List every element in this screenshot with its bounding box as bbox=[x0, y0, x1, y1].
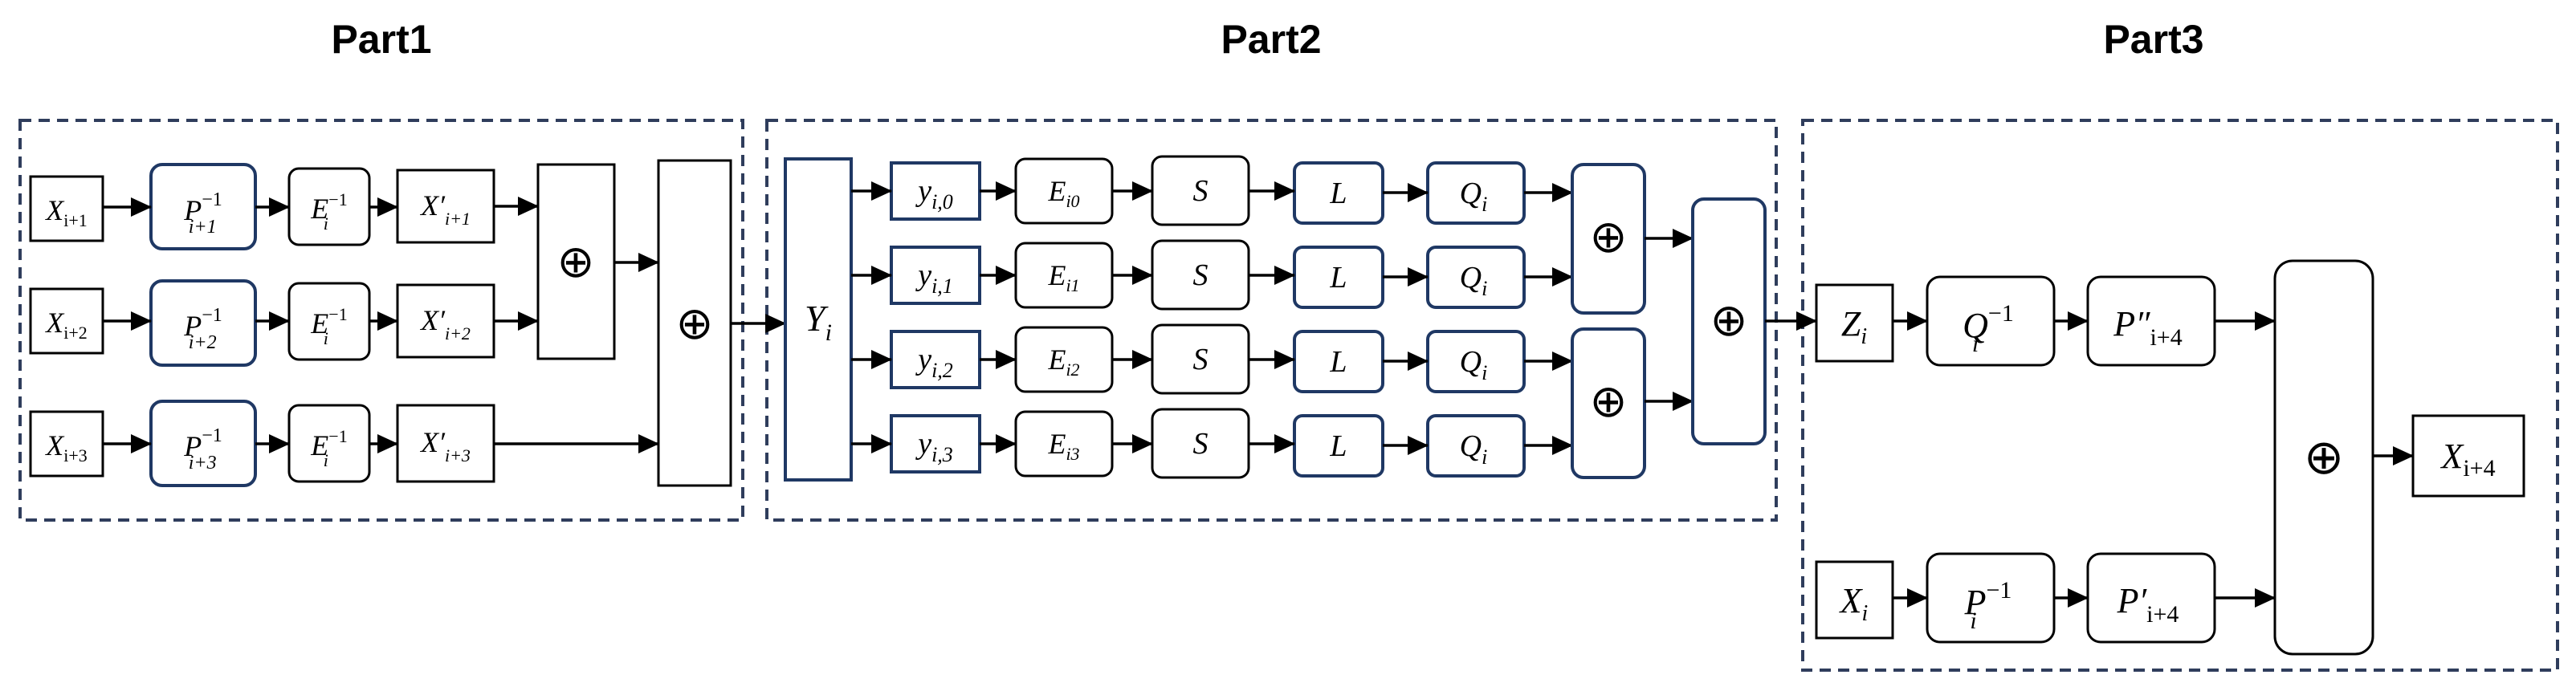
y-sub-label: yi,1 bbox=[915, 258, 953, 298]
x-label: Xi bbox=[1839, 581, 1869, 626]
xor-symbol: ⊕ bbox=[557, 236, 595, 288]
e-label: Ei0 bbox=[1047, 175, 1079, 211]
part1-heading: Part1 bbox=[331, 17, 431, 62]
l-label: L bbox=[1329, 345, 1347, 379]
xor-symbol: ⊕ bbox=[1590, 211, 1628, 263]
xor-symbol: ⊕ bbox=[1590, 376, 1628, 428]
x-prime-label: X′i+1 bbox=[419, 189, 471, 229]
x-prime-label: X′i+2 bbox=[419, 304, 471, 343]
l-label: L bbox=[1329, 429, 1347, 463]
xor-symbol: ⊕ bbox=[1710, 295, 1748, 347]
x-label: Xi+1 bbox=[44, 194, 88, 230]
x-label: Xi+3 bbox=[44, 429, 88, 465]
y-sub-label: yi,2 bbox=[915, 343, 953, 382]
x-prime-label: X′i+3 bbox=[419, 426, 471, 465]
part2-row-1: yi,1 Ei1 S L Qi bbox=[851, 239, 1573, 311]
xor-gate bbox=[2273, 259, 2374, 656]
p-prime-label: P′i+4 bbox=[2117, 581, 2179, 628]
output-box bbox=[2411, 414, 2525, 498]
x-box bbox=[29, 410, 104, 478]
xor-gate bbox=[1571, 327, 1646, 479]
p-prime-box bbox=[2086, 552, 2216, 644]
p-double-prime-box bbox=[2086, 275, 2216, 367]
q-label: Qi bbox=[1460, 345, 1488, 384]
x-prime-box bbox=[396, 404, 495, 483]
xor-gate bbox=[536, 163, 616, 360]
q-label: Qi bbox=[1460, 177, 1488, 216]
part1-frame bbox=[18, 119, 744, 522]
s-label: S bbox=[1193, 343, 1209, 376]
l-label: L bbox=[1329, 261, 1347, 295]
s-label: S bbox=[1193, 427, 1209, 461]
s-label: S bbox=[1193, 174, 1209, 208]
xor-symbol: ⊕ bbox=[676, 298, 714, 350]
e-label: Ei3 bbox=[1047, 428, 1079, 464]
xor-symbol: ⊕ bbox=[2304, 429, 2344, 486]
part2-row-0: yi,0 Ei0 S L Qi bbox=[851, 155, 1573, 226]
part3-heading: Part3 bbox=[2103, 17, 2203, 62]
x-prime-box bbox=[396, 283, 495, 359]
e-label: Ei2 bbox=[1047, 343, 1079, 380]
part2-row-2: yi,2 Ei2 S L Qi bbox=[851, 323, 1573, 395]
x-prime-box bbox=[396, 169, 495, 244]
s-label: S bbox=[1193, 258, 1209, 292]
x-box bbox=[29, 175, 104, 242]
y-block-label: Yi bbox=[805, 298, 832, 346]
q-label: Qi bbox=[1460, 429, 1488, 469]
z-box bbox=[1815, 283, 1894, 363]
x-box bbox=[1815, 560, 1894, 640]
q-label: Qi bbox=[1460, 261, 1488, 300]
p-double-prime-label: P″i+4 bbox=[2113, 304, 2182, 351]
y-sub-box bbox=[890, 161, 981, 221]
part3-frame bbox=[1801, 119, 2559, 672]
y-sub-label: yi,3 bbox=[915, 427, 953, 466]
z-label: Zi bbox=[1841, 304, 1867, 349]
y-sub-label: yi,0 bbox=[915, 174, 953, 213]
x-box bbox=[29, 287, 104, 355]
l-label: L bbox=[1329, 177, 1347, 210]
output-label: Xi+4 bbox=[2439, 437, 2495, 482]
part2-heading: Part2 bbox=[1221, 17, 1321, 62]
part2-row-3: yi,3 Ei3 S L Qi bbox=[851, 408, 1573, 479]
e-label: Ei1 bbox=[1047, 259, 1079, 295]
y-block bbox=[784, 157, 853, 482]
x-label: Xi+2 bbox=[44, 307, 88, 343]
xor-gate bbox=[657, 159, 732, 487]
